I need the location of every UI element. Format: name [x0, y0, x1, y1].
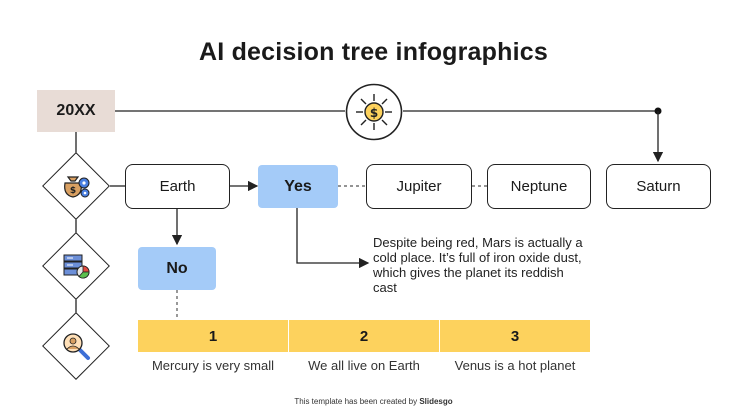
- node-jupiter: Jupiter: [366, 164, 472, 209]
- step-2-caption: We all live on Earth: [308, 358, 420, 373]
- footer-credit: This template has been created by Slides…: [0, 397, 747, 406]
- coin-arrows-icon: $: [345, 83, 403, 141]
- diamond-node-1: $: [41, 151, 111, 221]
- diamond-node-3: [41, 311, 111, 381]
- svg-text:$: $: [70, 186, 76, 196]
- money-gears-icon: $: [41, 151, 111, 221]
- page-title: AI decision tree infographics: [199, 38, 548, 66]
- search-user-icon: [41, 311, 111, 381]
- year-box: 20XX: [37, 90, 115, 132]
- mars-note: Despite being red, Mars is actually a co…: [373, 235, 583, 295]
- step-1-caption: Mercury is very small: [151, 358, 275, 373]
- svg-text:$: $: [370, 106, 378, 120]
- step-1-number: 1: [138, 320, 288, 352]
- diamond-node-2: [41, 231, 111, 301]
- node-neptune: Neptune: [487, 164, 591, 209]
- footer-brand[interactable]: Slidesgo: [419, 397, 453, 406]
- node-saturn: Saturn: [606, 164, 711, 209]
- node-earth: Earth: [125, 164, 230, 209]
- node-yes: Yes: [258, 165, 338, 208]
- step-2-number: 2: [289, 320, 439, 352]
- server-chart-icon: [41, 231, 111, 301]
- step-3-number: 3: [440, 320, 590, 352]
- step-3-caption: Venus is a hot planet: [454, 358, 576, 373]
- node-no: No: [138, 247, 216, 290]
- footer-prefix: This template has been created by: [294, 397, 418, 406]
